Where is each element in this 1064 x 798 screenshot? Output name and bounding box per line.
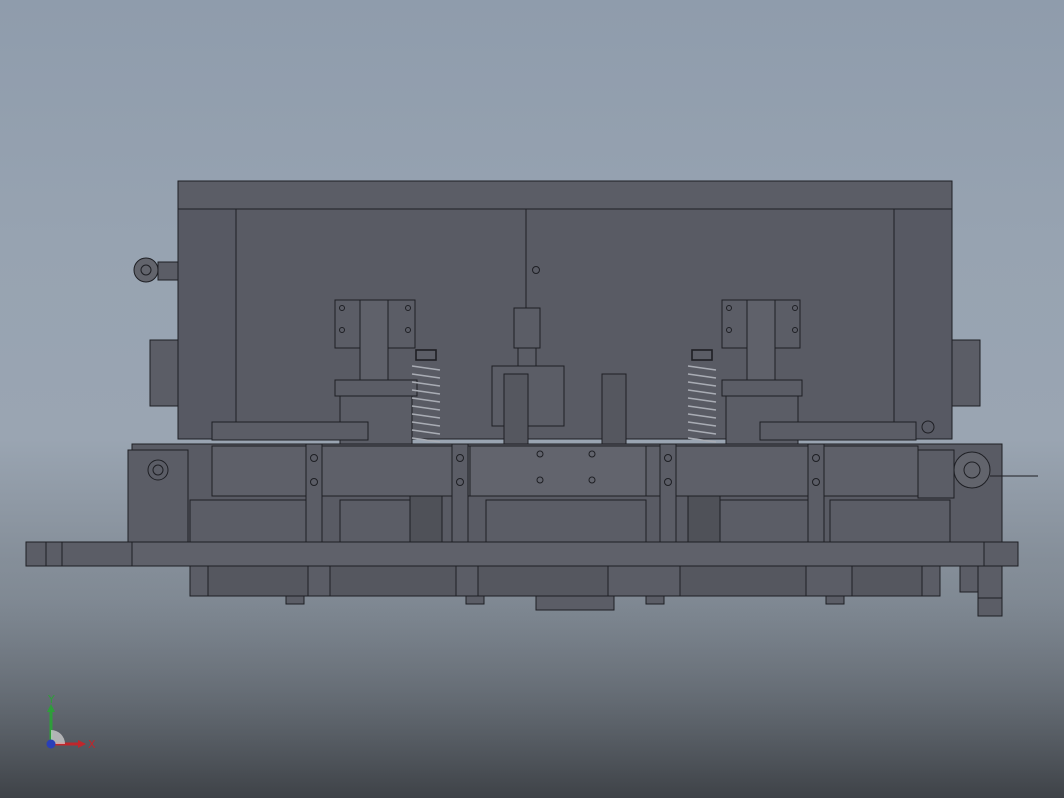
fixture-assembly [25,180,1038,617]
right-rail [759,421,917,441]
strap-3 [659,443,677,543]
triad-plane [51,730,65,744]
center-hole [532,266,540,274]
eye-bolt-mount [157,261,179,281]
left-end-block [127,449,189,543]
center-cylinder-head [513,307,541,349]
y-axis-label: Y [47,693,55,706]
right-bracket-foot [977,565,1003,617]
left-rail [211,421,369,441]
spring-left [411,365,441,443]
right-side-block [951,339,981,407]
z-axis-dot [46,739,56,749]
knob-right [953,451,991,489]
guide-pin [601,373,627,445]
x-axis-label: X [88,738,96,751]
left-housing-wall [177,208,237,440]
top-plate [177,180,953,210]
center-plate [469,445,647,497]
spring-right [687,365,717,443]
x-axis-head [78,740,86,748]
left-side-block [149,339,179,407]
strap-2 [451,443,469,543]
strap-4 [807,443,825,543]
strap-1 [305,443,323,543]
orientation-triad: Y X [46,693,96,751]
eye-bolt-left [133,257,159,283]
right-housing-wall [893,208,953,440]
y-axis-head [47,704,55,712]
springs [411,349,717,443]
floor-shadow [0,560,1064,798]
